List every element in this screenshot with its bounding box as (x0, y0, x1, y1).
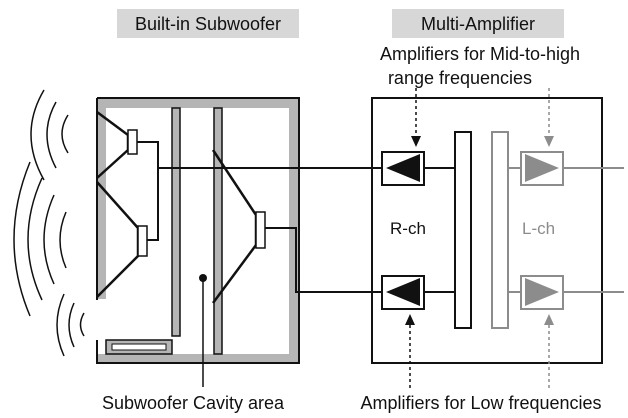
wave-upper-1 (61, 114, 69, 154)
l-ch-low-amp (520, 275, 564, 310)
wave-low-2 (68, 302, 75, 348)
port-tube-inner (111, 343, 167, 351)
wire-upper-to-lower-driver (137, 141, 159, 241)
wave-mid-3 (27, 177, 43, 301)
upper-driver-magnet (127, 129, 138, 155)
wave-upper-2 (46, 101, 57, 169)
amplifier-header-bg (392, 9, 564, 38)
partition-wall-1 (171, 107, 181, 337)
partition-wall-2 (213, 107, 223, 355)
enclosure-outer-wall (96, 97, 300, 364)
sound-waves (13, 89, 85, 357)
l-ch-label: L-ch (522, 219, 555, 238)
r-ch-label: R-ch (390, 219, 426, 238)
enclosure-fill-bottom (98, 354, 298, 362)
lower-driver-magnet (137, 225, 148, 257)
r-ch-bus-bar (454, 131, 472, 329)
enclosure-fill-right (289, 99, 298, 362)
wave-low-1 (79, 312, 85, 337)
arrowhead-r-mid-high (411, 136, 421, 147)
subwoofer-enclosure (96, 97, 300, 364)
l-ch-bus-bar (491, 131, 509, 329)
arrowhead-l-mid-high (544, 136, 554, 147)
internal-wires (424, 167, 624, 293)
amplifier-header: Multi-Amplifier (421, 14, 535, 34)
wave-mid-4 (13, 161, 31, 317)
pointer-arrows (409, 88, 550, 388)
mid-high-annotation-line2: range frequencies (388, 68, 532, 88)
subwoofer-driver-magnet (255, 211, 266, 249)
r-ch-mid-high-amp (381, 151, 425, 186)
cavity-label: Subwoofer Cavity area (102, 393, 285, 413)
amplifier-box (371, 97, 603, 364)
wave-mid-1 (59, 211, 67, 269)
l-ch-mid-high-amp (520, 151, 564, 186)
arrowhead-l-low (544, 314, 554, 325)
low-freq-label: Amplifiers for Low frequencies (360, 393, 601, 413)
enclosure-fill-left (98, 99, 106, 299)
subwoofer-header-bg (117, 9, 299, 38)
r-ch-low-amp (381, 275, 425, 310)
arrowhead-r-low (405, 314, 415, 325)
subwoofer-header: Built-in Subwoofer (135, 14, 281, 34)
wave-upper-3 (30, 89, 45, 181)
wave-low-3 (56, 293, 65, 357)
mid-high-annotation-line1: Amplifiers for Mid-to-high (380, 44, 580, 64)
enclosure-fill-top (98, 99, 298, 108)
wire-sub-to-amp (265, 227, 382, 293)
wave-mid-2 (43, 194, 55, 285)
wiring (137, 141, 382, 293)
